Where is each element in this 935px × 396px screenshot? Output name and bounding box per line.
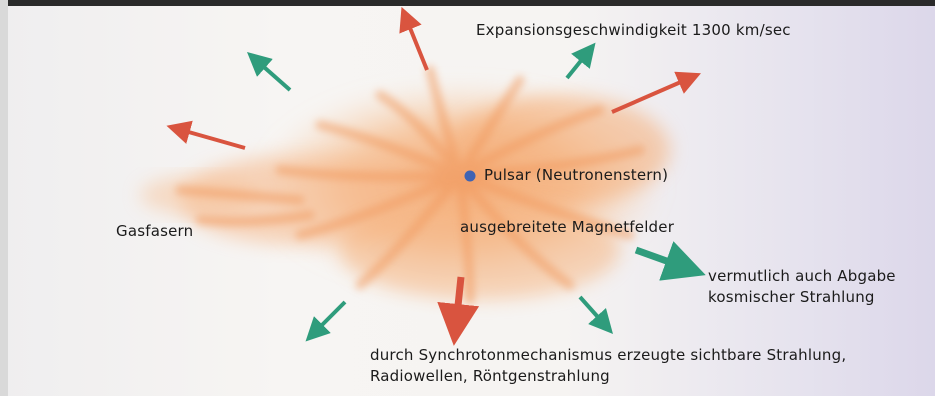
cosmic-radiation-label: vermutlich auch Abgabe kosmischer Strahl… (708, 266, 896, 308)
arrow-teal-top (567, 52, 588, 78)
cosmic-radiation-line1: vermutlich auch Abgabe (708, 266, 896, 287)
magnetic-fields-label: ausgebreitete Magnetfelder (460, 218, 674, 236)
arrow-red-top (406, 18, 427, 70)
pulsar-dot (465, 171, 476, 182)
synchrotron-radiation-line2: Radiowellen, Röntgenstrahlung (370, 366, 846, 387)
arrow-red-left (178, 129, 245, 148)
cosmic-radiation-line2: kosmischer Strahlung (708, 287, 896, 308)
arrow-teal-top-left (256, 60, 290, 90)
nebula-cloud (140, 70, 670, 300)
synchrotron-radiation-line1: durch Synchrotonmechanismus erzeugte sic… (370, 345, 846, 366)
arrow-red-top-right (612, 78, 690, 112)
synchrotron-radiation-label: durch Synchrotonmechanismus erzeugte sic… (370, 345, 846, 387)
arrow-teal-bottom-left (314, 302, 345, 333)
arrow-teal-right (636, 250, 686, 268)
arrow-red-down (456, 277, 461, 325)
expansion-velocity-label: Expansionsgeschwindigkeit 1300 km/sec (476, 21, 791, 39)
arrow-teal-bottom-right (580, 297, 605, 325)
pulsar-label: Pulsar (Neutronenstern) (484, 166, 668, 184)
gas-fibers-label: Gasfasern (116, 222, 193, 240)
